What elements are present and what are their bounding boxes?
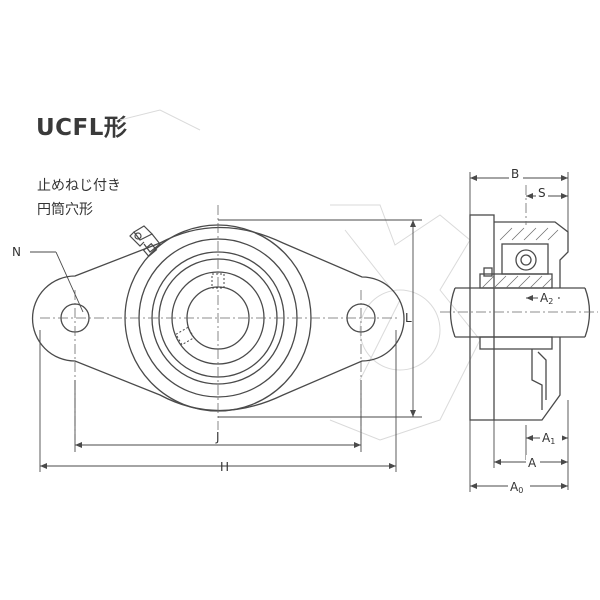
side-hatching bbox=[481, 227, 559, 289]
front-center-lines bbox=[40, 205, 400, 440]
set-screw bbox=[483, 267, 493, 277]
grease-nipple bbox=[129, 225, 161, 258]
label-A: A bbox=[528, 456, 537, 470]
diagram-title: UCFL形 bbox=[36, 115, 128, 141]
label-S: S bbox=[538, 186, 546, 200]
housing-body bbox=[494, 221, 569, 421]
label-masks bbox=[508, 167, 562, 493]
label-A1: A1 bbox=[542, 431, 555, 446]
label-H: H bbox=[220, 460, 229, 474]
side-arrowheads bbox=[470, 175, 568, 489]
flange-outline bbox=[31, 226, 405, 412]
front-arrowheads bbox=[40, 220, 416, 469]
front-dimensions bbox=[30, 219, 422, 472]
subtitle-set-screw: 止めねじ付き bbox=[37, 178, 121, 194]
inner-ring-extension bbox=[479, 273, 553, 289]
label-A0: A0 bbox=[510, 480, 523, 495]
side-center-line bbox=[440, 185, 598, 313]
flange-plate bbox=[469, 214, 495, 421]
ball bbox=[515, 249, 537, 271]
label-N: N bbox=[12, 245, 21, 259]
label-B: B bbox=[511, 167, 519, 181]
subtitle-cylindrical-bore: 円筒穴形 bbox=[37, 202, 93, 218]
label-J: J bbox=[215, 430, 220, 444]
side-view bbox=[449, 214, 591, 421]
shaft bbox=[455, 287, 585, 338]
label-A2: A2 bbox=[540, 291, 553, 306]
label-L: L bbox=[405, 311, 412, 325]
